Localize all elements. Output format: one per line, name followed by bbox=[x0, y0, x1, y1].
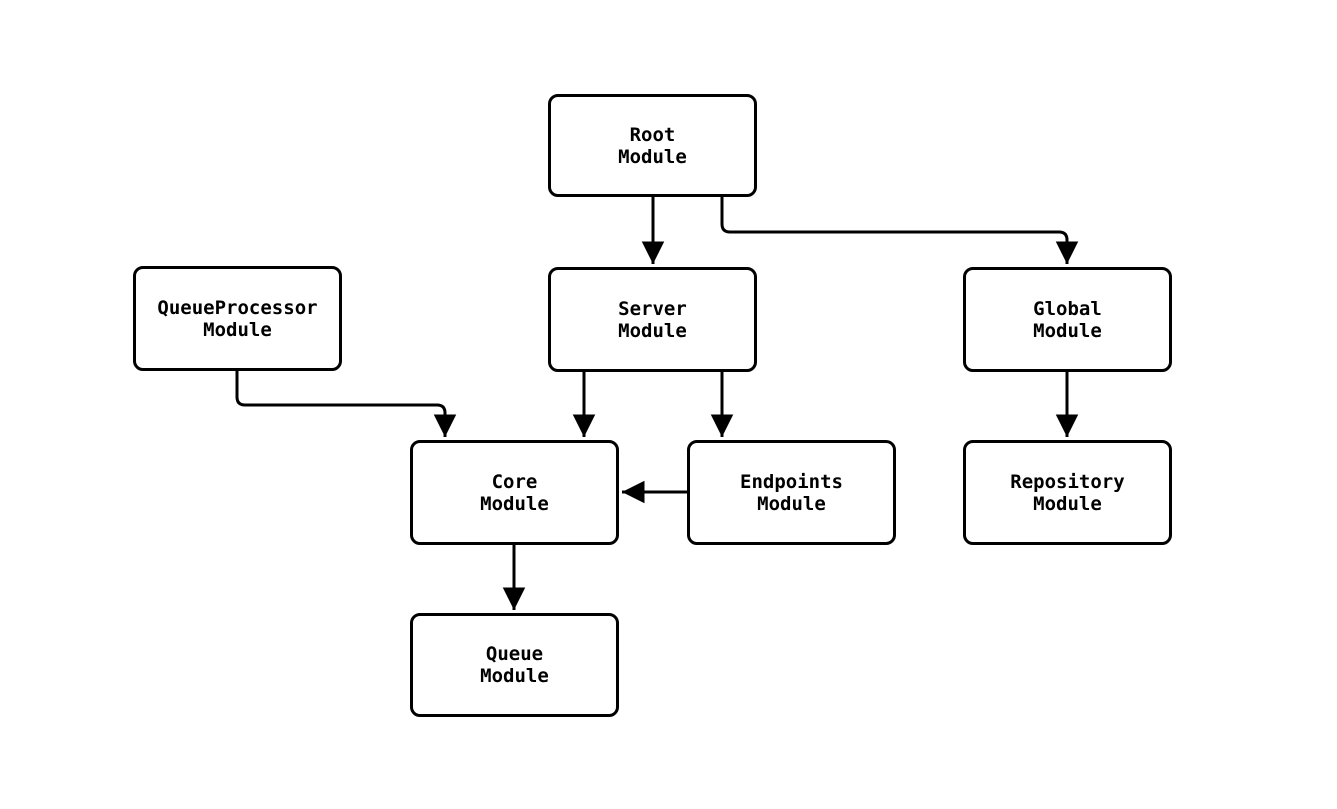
node-global-module-label: Global Module bbox=[1033, 297, 1102, 342]
node-repository-module: Repository Module bbox=[963, 440, 1172, 545]
node-queueprocessor-module-label: QueueProcessor Module bbox=[157, 296, 318, 341]
node-endpoints-module-label: Endpoints Module bbox=[740, 470, 843, 515]
node-core-module-label: Core Module bbox=[480, 470, 549, 515]
node-queue-module-label: Queue Module bbox=[480, 643, 549, 687]
node-queueprocessor-module: QueueProcessor Module bbox=[133, 266, 342, 371]
node-core-module: Core Module bbox=[410, 440, 619, 545]
node-root-module: Root Module bbox=[548, 94, 757, 197]
node-repository-module-label: Repository Module bbox=[1010, 470, 1125, 515]
node-server-module: Server Module bbox=[548, 267, 757, 372]
edge-queueprocessor-to-core bbox=[235, 371, 457, 437]
node-server-module-label: Server Module bbox=[618, 297, 687, 342]
edge-root-to-global bbox=[720, 197, 1079, 264]
node-queue-module: Queue Module bbox=[410, 613, 619, 717]
node-root-module-label: Root Module bbox=[618, 123, 687, 168]
node-endpoints-module: Endpoints Module bbox=[687, 440, 896, 545]
node-global-module: Global Module bbox=[963, 267, 1172, 372]
